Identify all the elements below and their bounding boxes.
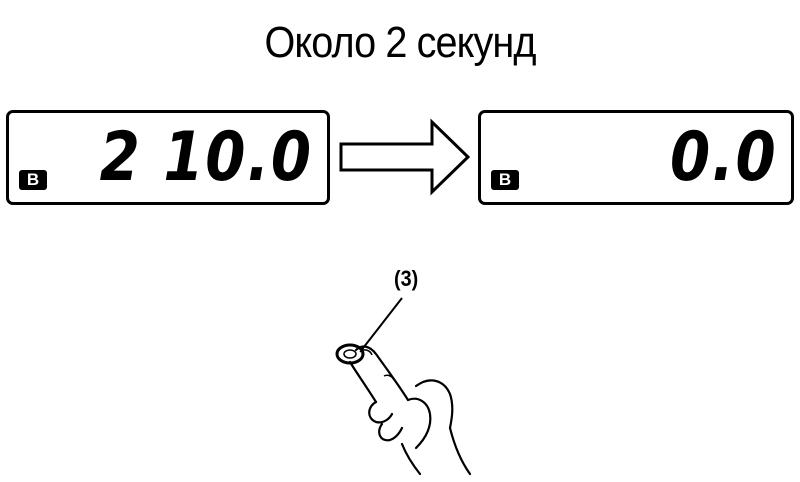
mode-indicator-badge: B bbox=[491, 170, 519, 190]
display-reading: 0.0 bbox=[669, 118, 777, 197]
display-reading: 2 10.0 bbox=[99, 118, 313, 197]
mode-indicator-badge: B bbox=[19, 170, 47, 190]
callout-label: (3) bbox=[394, 266, 419, 291]
display-before: B 2 10.0 bbox=[6, 110, 330, 205]
display-after: B 0.0 bbox=[478, 110, 794, 205]
title-duration: Около 2 секунд bbox=[264, 18, 536, 67]
right-arrow-icon bbox=[339, 118, 471, 196]
finger-pressing-button-icon bbox=[335, 297, 472, 476]
